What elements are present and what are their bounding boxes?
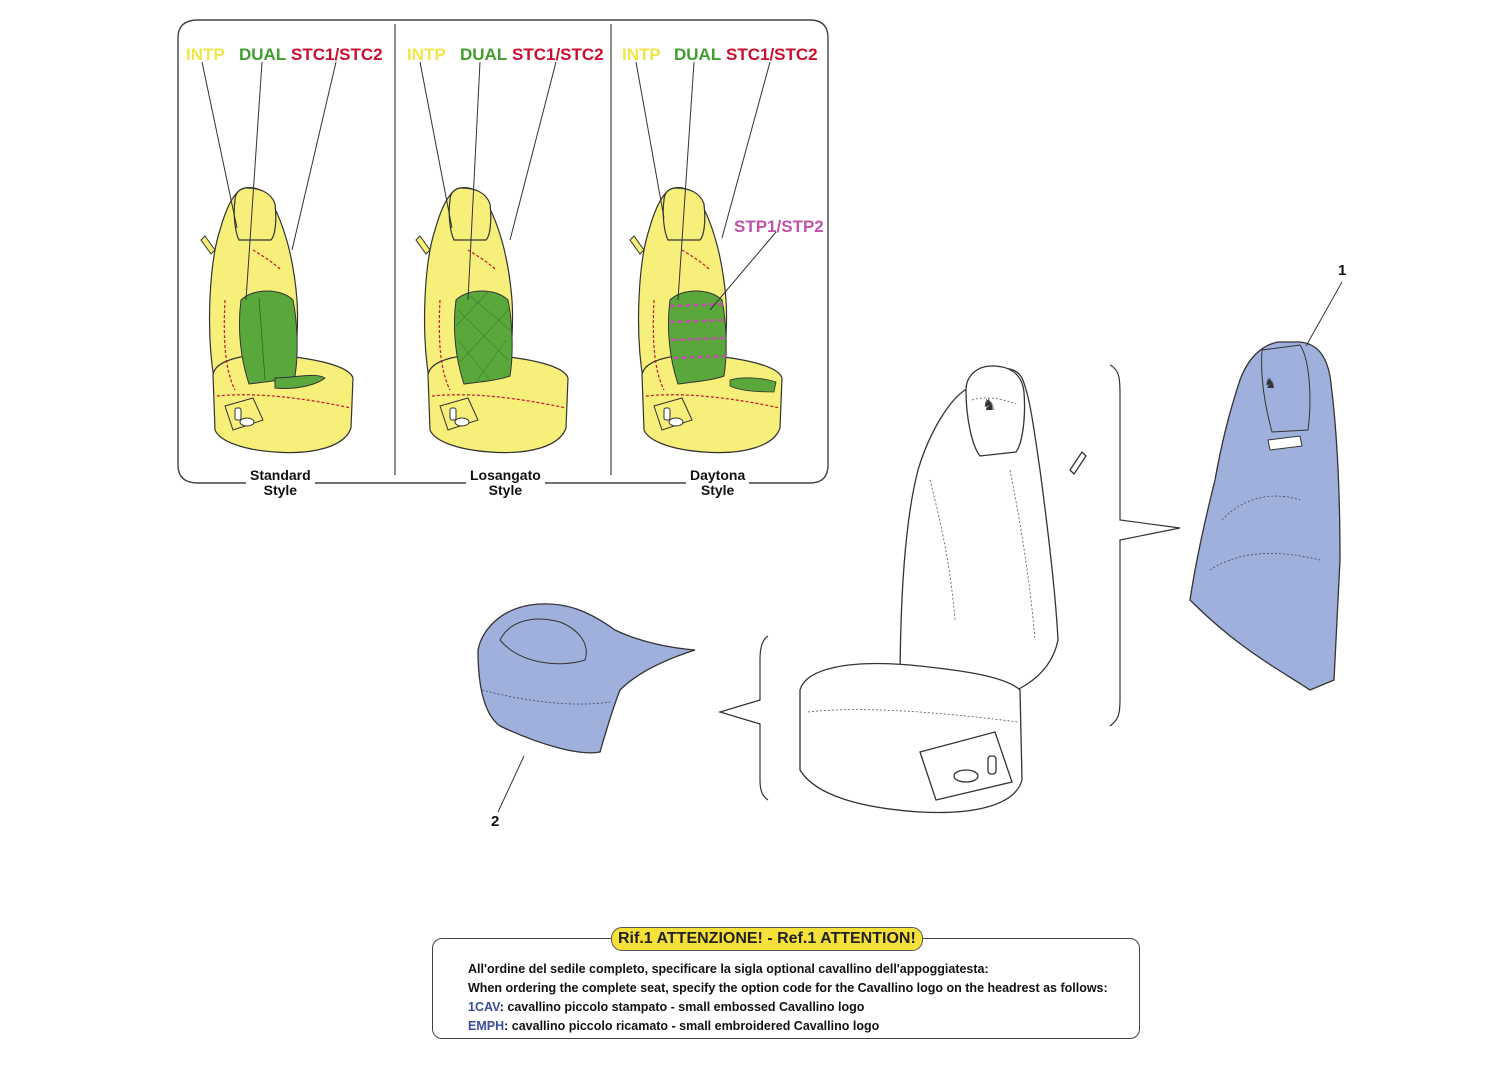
bracket-left	[717, 635, 769, 801]
seat-standard-style	[200, 187, 354, 454]
attention-note-box	[432, 938, 1140, 1039]
note-option: 1CAV: cavallino piccolo stampato - small…	[468, 998, 1108, 1017]
code-stc: STC1/STC2	[291, 45, 383, 64]
code-intp: INTP	[186, 45, 225, 64]
attention-note-title: Rif.1 ATTENZIONE! - Ref.1 ATTENTION!	[611, 927, 923, 951]
cavallino-logo-glyph: ♞	[982, 395, 996, 414]
option-code: EMPH	[468, 1019, 505, 1033]
bracket-right	[1109, 364, 1181, 727]
seat-stitching	[807, 397, 1036, 723]
note-line-english: When ordering the complete seat, specify…	[468, 981, 1108, 995]
note-option: EMPH: cavallino piccolo ricamato - small…	[468, 1017, 1108, 1036]
code-intp: INTP	[407, 45, 446, 64]
option-code: 1CAV	[468, 1000, 500, 1014]
code-stp: STP1/STP2	[734, 217, 824, 236]
code-stc: STC1/STC2	[726, 45, 818, 64]
seat-losangato-style	[415, 187, 569, 454]
code-intp: INTP	[622, 45, 661, 64]
seat-complete-outline	[799, 365, 1087, 814]
seat-daytona-style	[629, 187, 783, 454]
style-label-standard: Standard Style	[246, 468, 315, 498]
cavallino-logo-glyph: ♞	[1264, 376, 1277, 392]
code-dual: DUAL	[674, 45, 721, 64]
inset-leader-lines	[201, 61, 777, 311]
code-dual: DUAL	[239, 45, 286, 64]
code-dual: DUAL	[460, 45, 507, 64]
style-label-daytona: Daytona Style	[686, 468, 750, 498]
option-text: : cavallino piccolo ricamato - small emb…	[504, 1019, 880, 1033]
style-label-losangato: Losangato Style	[466, 468, 545, 498]
attention-note-text: All'ordine del sedile completo, specific…	[468, 960, 1108, 1036]
leader-line-2	[497, 755, 525, 813]
option-text: : cavallino piccolo stampato - small emb…	[499, 1000, 865, 1014]
callout-1: 1	[1338, 262, 1347, 279]
part-2-cushion-cover	[477, 603, 696, 754]
inset-frame	[177, 19, 829, 484]
callout-2: 2	[491, 813, 500, 830]
code-stc: STC1/STC2	[512, 45, 604, 64]
note-line-italian: All'ordine del sedile completo, specific…	[468, 962, 989, 976]
leader-line-1	[1305, 281, 1343, 347]
part-1-backrest-cover	[1189, 341, 1341, 691]
